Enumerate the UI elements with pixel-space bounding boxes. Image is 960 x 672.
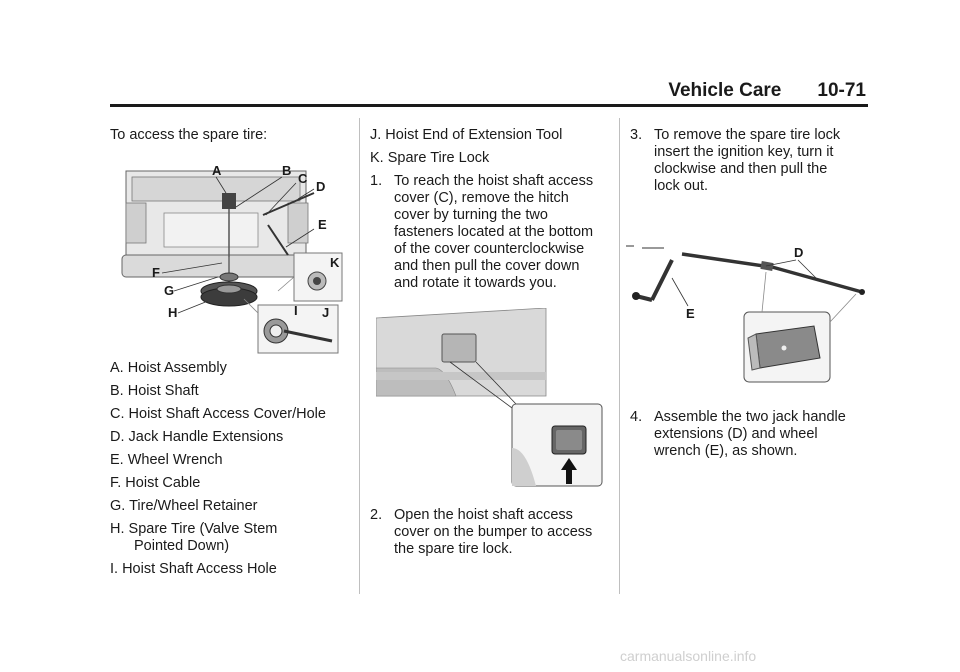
fig1-label-g: G <box>164 283 174 298</box>
column-divider-1 <box>359 118 360 594</box>
fig3-label-d: D <box>794 245 803 260</box>
legend-item-f: F. Hoist Cable <box>110 475 201 491</box>
step-3-line: clockwise and then pull the <box>654 161 828 177</box>
step-2: 2. Open the hoist shaft access cover on … <box>370 507 610 558</box>
step-2-number: 2. <box>370 507 383 523</box>
page-number: 10-71 <box>817 80 866 101</box>
fig3-label-e: E <box>686 306 695 321</box>
fig1-label-h: H <box>168 305 177 320</box>
step-1-line: and rotate it towards you. <box>394 275 557 291</box>
step-4-line: wrench (E), as shown. <box>654 443 798 459</box>
step-1-line: To reach the hoist shaft access <box>394 173 594 189</box>
fig1-label-i: I <box>294 303 298 318</box>
fig1-label-e: E <box>318 217 327 232</box>
jack-handle-assembly-figure: D E <box>626 245 865 383</box>
step-3-number: 3. <box>630 127 643 143</box>
step-1-line: cover by turning the two <box>394 207 548 223</box>
fig1-label-j: J <box>322 305 329 320</box>
step-3: 3. To remove the spare tire lock insert … <box>630 127 870 195</box>
step-3-line: lock out. <box>654 178 708 194</box>
step-2-line: cover on the bumper to access <box>394 524 593 540</box>
watermark-footer: carmanualsonline.info <box>620 648 757 664</box>
step-1-line: of the cover counterclockwise <box>394 241 585 257</box>
column-divider-2 <box>619 118 620 594</box>
page-header: Vehicle Care 10-71 <box>0 80 866 102</box>
legend-item-d: D. Jack Handle Extensions <box>110 429 284 445</box>
fig1-label-f: F <box>152 265 160 280</box>
fig1-label-d: D <box>316 179 325 194</box>
header-rule <box>110 104 868 107</box>
legend-item-b: B. Hoist Shaft <box>110 383 199 399</box>
intro-text: To access the spare tire: <box>110 127 268 143</box>
legend-item-c: C. Hoist Shaft Access Cover/Hole <box>110 406 326 422</box>
legend-item-a: A. Hoist Assembly <box>110 360 227 376</box>
step-3-line: To remove the spare tire lock <box>654 127 841 143</box>
step-1-line: and then pull the cover down <box>394 258 580 274</box>
legend-item-j: J. Hoist End of Extension Tool <box>370 127 563 143</box>
fig1-label-b: B <box>282 163 291 178</box>
fig1-label-k: K <box>330 255 340 270</box>
fig1-label-c: C <box>298 171 308 186</box>
section-title: Vehicle Care <box>668 80 782 101</box>
step-4: 4. Assemble the two jack handle extensio… <box>630 409 870 460</box>
legend-item-i: I. Hoist Shaft Access Hole <box>110 561 277 577</box>
step-4-number: 4. <box>630 409 643 425</box>
hoist-access-cover-figure <box>376 308 603 487</box>
spare-tire-hoist-figure: A B C D E F G H I J K <box>121 163 343 354</box>
step-2-line: the spare tire lock. <box>394 541 513 557</box>
legend-item-h: H. Spare Tire (Valve Stem <box>110 521 278 537</box>
step-1-number: 1. <box>370 173 383 189</box>
step-1: 1. To reach the hoist shaft access cover… <box>370 173 610 292</box>
fig1-label-a: A <box>212 163 222 178</box>
step-3-line: insert the ignition key, turn it <box>654 144 834 160</box>
step-4-line: extensions (D) and wheel <box>654 426 818 442</box>
legend-item-e: E. Wheel Wrench <box>110 452 223 468</box>
legend-item-g: G. Tire/Wheel Retainer <box>110 498 258 514</box>
legend-item-k: K. Spare Tire Lock <box>370 150 490 166</box>
step-2-line: Open the hoist shaft access <box>394 507 573 523</box>
step-1-line: cover (C), remove the hitch <box>394 190 569 206</box>
step-4-line: Assemble the two jack handle <box>654 409 846 425</box>
step-1-line: fasteners located at the bottom <box>394 224 594 240</box>
legend-item-h-cont: Pointed Down) <box>134 538 230 554</box>
